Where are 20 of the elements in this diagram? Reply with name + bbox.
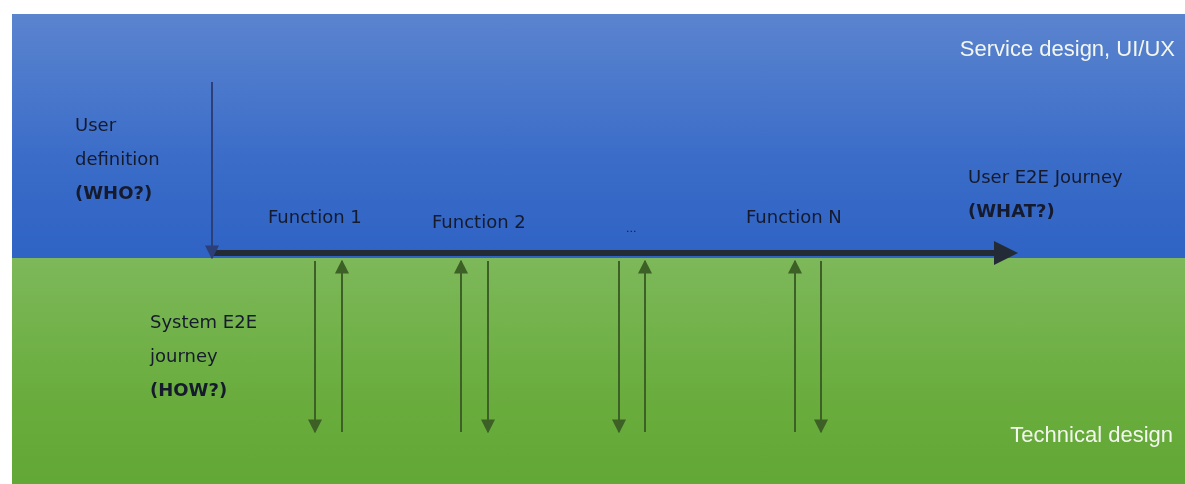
arrow xyxy=(788,259,802,433)
arrow xyxy=(205,81,219,260)
service-design-band xyxy=(12,14,1185,258)
technical-design-band xyxy=(12,258,1185,484)
user-journey-label: User E2E Journey (WHAT?) xyxy=(968,165,1124,223)
ellipsis-label: ... xyxy=(626,221,637,237)
function-label: Function 2 xyxy=(432,210,526,234)
band-title: Technical design xyxy=(1010,422,1173,448)
function-label: Function N xyxy=(746,205,842,229)
user-definition-label: User definition (WHO?) xyxy=(75,113,161,205)
arrow xyxy=(335,259,349,433)
arrow xyxy=(454,259,468,433)
arrow xyxy=(308,260,322,434)
system-journey-label: System E2E journey (HOW?) xyxy=(150,310,259,402)
band-title: Service design, UI/UX xyxy=(959,36,1175,62)
arrow xyxy=(638,259,652,433)
arrow xyxy=(481,260,495,434)
function-label: Function 1 xyxy=(268,205,362,229)
arrow xyxy=(814,260,828,434)
arrow xyxy=(612,260,626,434)
